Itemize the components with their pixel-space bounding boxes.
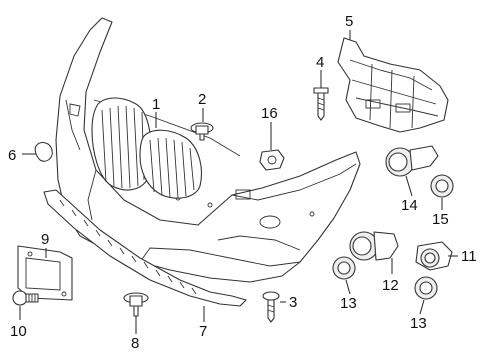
sensor-ring-13-right — [414, 276, 438, 300]
callout-16: 16 — [261, 105, 278, 122]
callout-11: 11 — [461, 248, 477, 265]
callout-7: 7 — [199, 323, 207, 340]
screw-4 — [313, 87, 329, 121]
callout-14: 14 — [401, 197, 418, 214]
sensor-holder-16 — [259, 149, 285, 171]
clip-nut-8 — [123, 292, 149, 317]
park-sensor-14 — [385, 145, 439, 177]
sensor-ring-13-left — [332, 256, 356, 280]
callout-4: 4 — [316, 54, 324, 71]
leader-lines — [19, 30, 458, 334]
screw-3 — [262, 291, 280, 323]
bolt-10 — [12, 290, 39, 306]
callout-8: 8 — [131, 335, 139, 352]
callout-13-right: 13 — [410, 315, 427, 332]
callout-3: 3 — [289, 294, 297, 311]
license-plate-bracket — [17, 245, 73, 301]
callout-13-left: 13 — [340, 295, 357, 312]
callout-10: 10 — [10, 323, 27, 340]
callout-15: 15 — [432, 211, 449, 228]
clip-nut-2 — [190, 122, 214, 141]
mounting-bracket — [337, 37, 449, 133]
callout-9: 9 — [41, 231, 49, 248]
callout-6: 6 — [8, 147, 16, 164]
callout-5: 5 — [345, 13, 353, 30]
lower-trim-strip — [43, 189, 247, 307]
callout-2: 2 — [198, 91, 206, 108]
sensor-ring-15 — [430, 174, 454, 198]
callout-1: 1 — [152, 96, 160, 113]
grille — [91, 97, 203, 199]
callout-12: 12 — [382, 277, 399, 294]
sensor-bracket-11 — [415, 241, 453, 271]
park-sensor-12 — [349, 231, 399, 261]
callout-labels: 1 2 3 4 5 6 7 8 9 10 11 12 13 13 14 15 1… — [8, 13, 477, 352]
tow-eye-cover — [34, 141, 53, 162]
